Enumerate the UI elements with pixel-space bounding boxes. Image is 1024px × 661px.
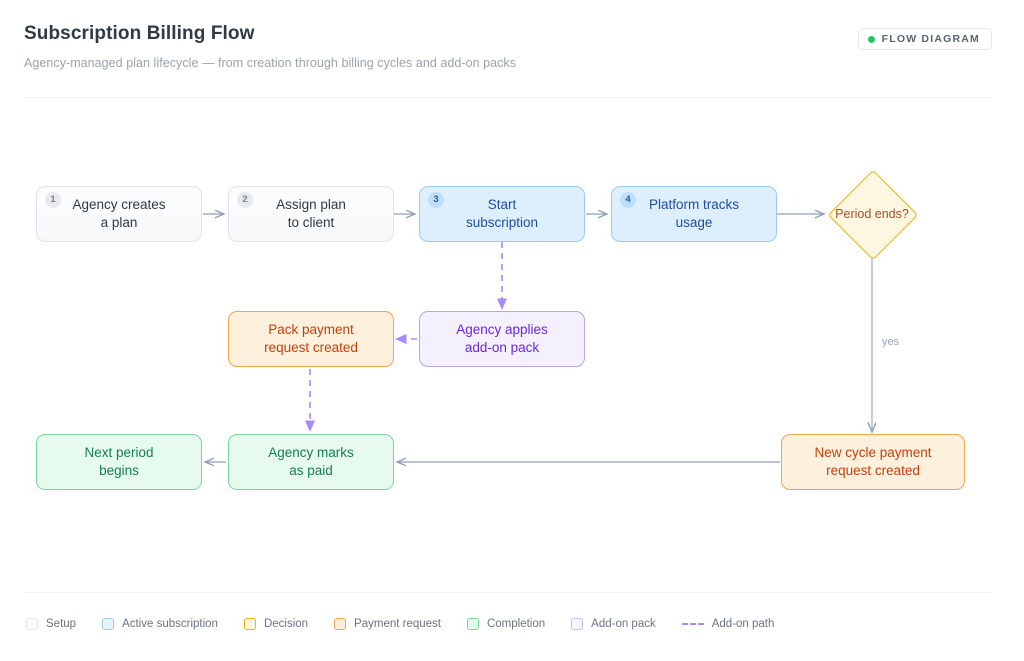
page-title: Subscription Billing Flow: [24, 23, 255, 44]
node-label-line2: ends?: [874, 207, 909, 221]
node-assign-plan-to-client[interactable]: 2 Assign plan to client: [228, 186, 394, 242]
node-pack-payment-request-created[interactable]: Pack payment request created: [228, 311, 394, 367]
legend-label: Active subscription: [122, 618, 218, 630]
legend-item-setup: Setup: [26, 618, 76, 630]
legend-label: Setup: [46, 618, 77, 630]
node-number-badge: 1: [45, 192, 61, 208]
legend-item-addon-path: Add-on path: [681, 618, 775, 630]
header: Subscription Billing Flow Agency-managed…: [24, 22, 992, 82]
legend-swatch-icon: [334, 618, 347, 630]
legend-swatch-icon: [466, 618, 479, 630]
node-label-line1: Start: [487, 197, 517, 212]
legend-item-active-subscription: Active subscription: [102, 618, 218, 630]
legend-label: Add-on path: [711, 618, 775, 630]
node-platform-tracks-usage[interactable]: 4 Platform tracks usage: [611, 186, 777, 242]
legend-item-payment-request: Payment request: [334, 618, 441, 630]
node-number-badge: 4: [620, 192, 636, 208]
node-label-line2: usage: [675, 215, 713, 230]
node-label-line2: request created: [826, 463, 920, 478]
legend: Setup Active subscription Decision Payme…: [26, 618, 774, 630]
node-new-cycle-payment-request[interactable]: New cycle payment request created: [781, 434, 965, 490]
page-subtitle: Agency-managed plan lifecycle — from cre…: [24, 56, 517, 70]
node-label-line1: Agency creates: [72, 197, 166, 212]
node-label-line2: add-on pack: [464, 340, 540, 355]
legend-label: Completion: [486, 618, 546, 630]
node-label-line1: Platform tracks: [648, 197, 740, 212]
node-label-line2: a plan: [100, 215, 138, 230]
badge-label: FLOW DIAGRAM: [881, 33, 980, 45]
node-label-line1: Agency marks: [268, 445, 354, 460]
dashed-line-icon: [681, 623, 704, 625]
node-number-badge: 2: [237, 192, 253, 208]
node-label-line2: request created: [264, 340, 358, 355]
node-label-line1: Pack payment: [268, 322, 354, 337]
node-label-line1: Next period: [84, 445, 154, 460]
edge-label-yes: yes: [882, 336, 900, 348]
flow-diagram-badge: FLOW DIAGRAM: [857, 28, 992, 50]
node-label-line2: begins: [99, 463, 139, 478]
legend-divider: [24, 592, 992, 593]
node-agency-marks-as-paid[interactable]: Agency marks as paid: [228, 434, 394, 490]
node-label-line1: Period: [835, 207, 872, 221]
node-number-badge: 3: [428, 192, 444, 208]
legend-item-addon-pack: Add-on pack: [571, 618, 656, 630]
node-period-ends-decision[interactable]: Period ends?: [825, 169, 919, 261]
legend-swatch-icon: [571, 618, 584, 630]
legend-swatch-icon: [26, 618, 38, 630]
node-next-period-begins[interactable]: Next period begins: [36, 434, 202, 490]
node-agency-applies-addon-pack[interactable]: Agency applies add-on pack: [419, 311, 585, 367]
node-start-subscription[interactable]: 3 Start subscription: [419, 186, 585, 242]
legend-swatch-icon: [243, 618, 256, 630]
legend-item-completion: Completion: [466, 618, 546, 630]
legend-label: Add-on pack: [591, 618, 656, 630]
diamond-label: Period ends?: [825, 171, 919, 257]
node-label-line1: Assign plan: [276, 197, 346, 212]
legend-item-decision: Decision: [243, 618, 309, 630]
legend-swatch-icon: [102, 618, 115, 630]
legend-label: Payment request: [354, 618, 441, 630]
node-label-line1: Agency applies: [456, 322, 548, 337]
node-label-line2: as paid: [289, 463, 333, 478]
node-label-line1: New cycle payment: [814, 445, 932, 460]
node-label-line2: subscription: [465, 215, 539, 230]
node-label-line2: to client: [287, 215, 335, 230]
legend-label: Decision: [263, 618, 309, 630]
node-agency-creates-plan[interactable]: 1 Agency creates a plan: [36, 186, 202, 242]
status-dot-icon: [867, 35, 875, 43]
header-divider: [24, 97, 992, 98]
